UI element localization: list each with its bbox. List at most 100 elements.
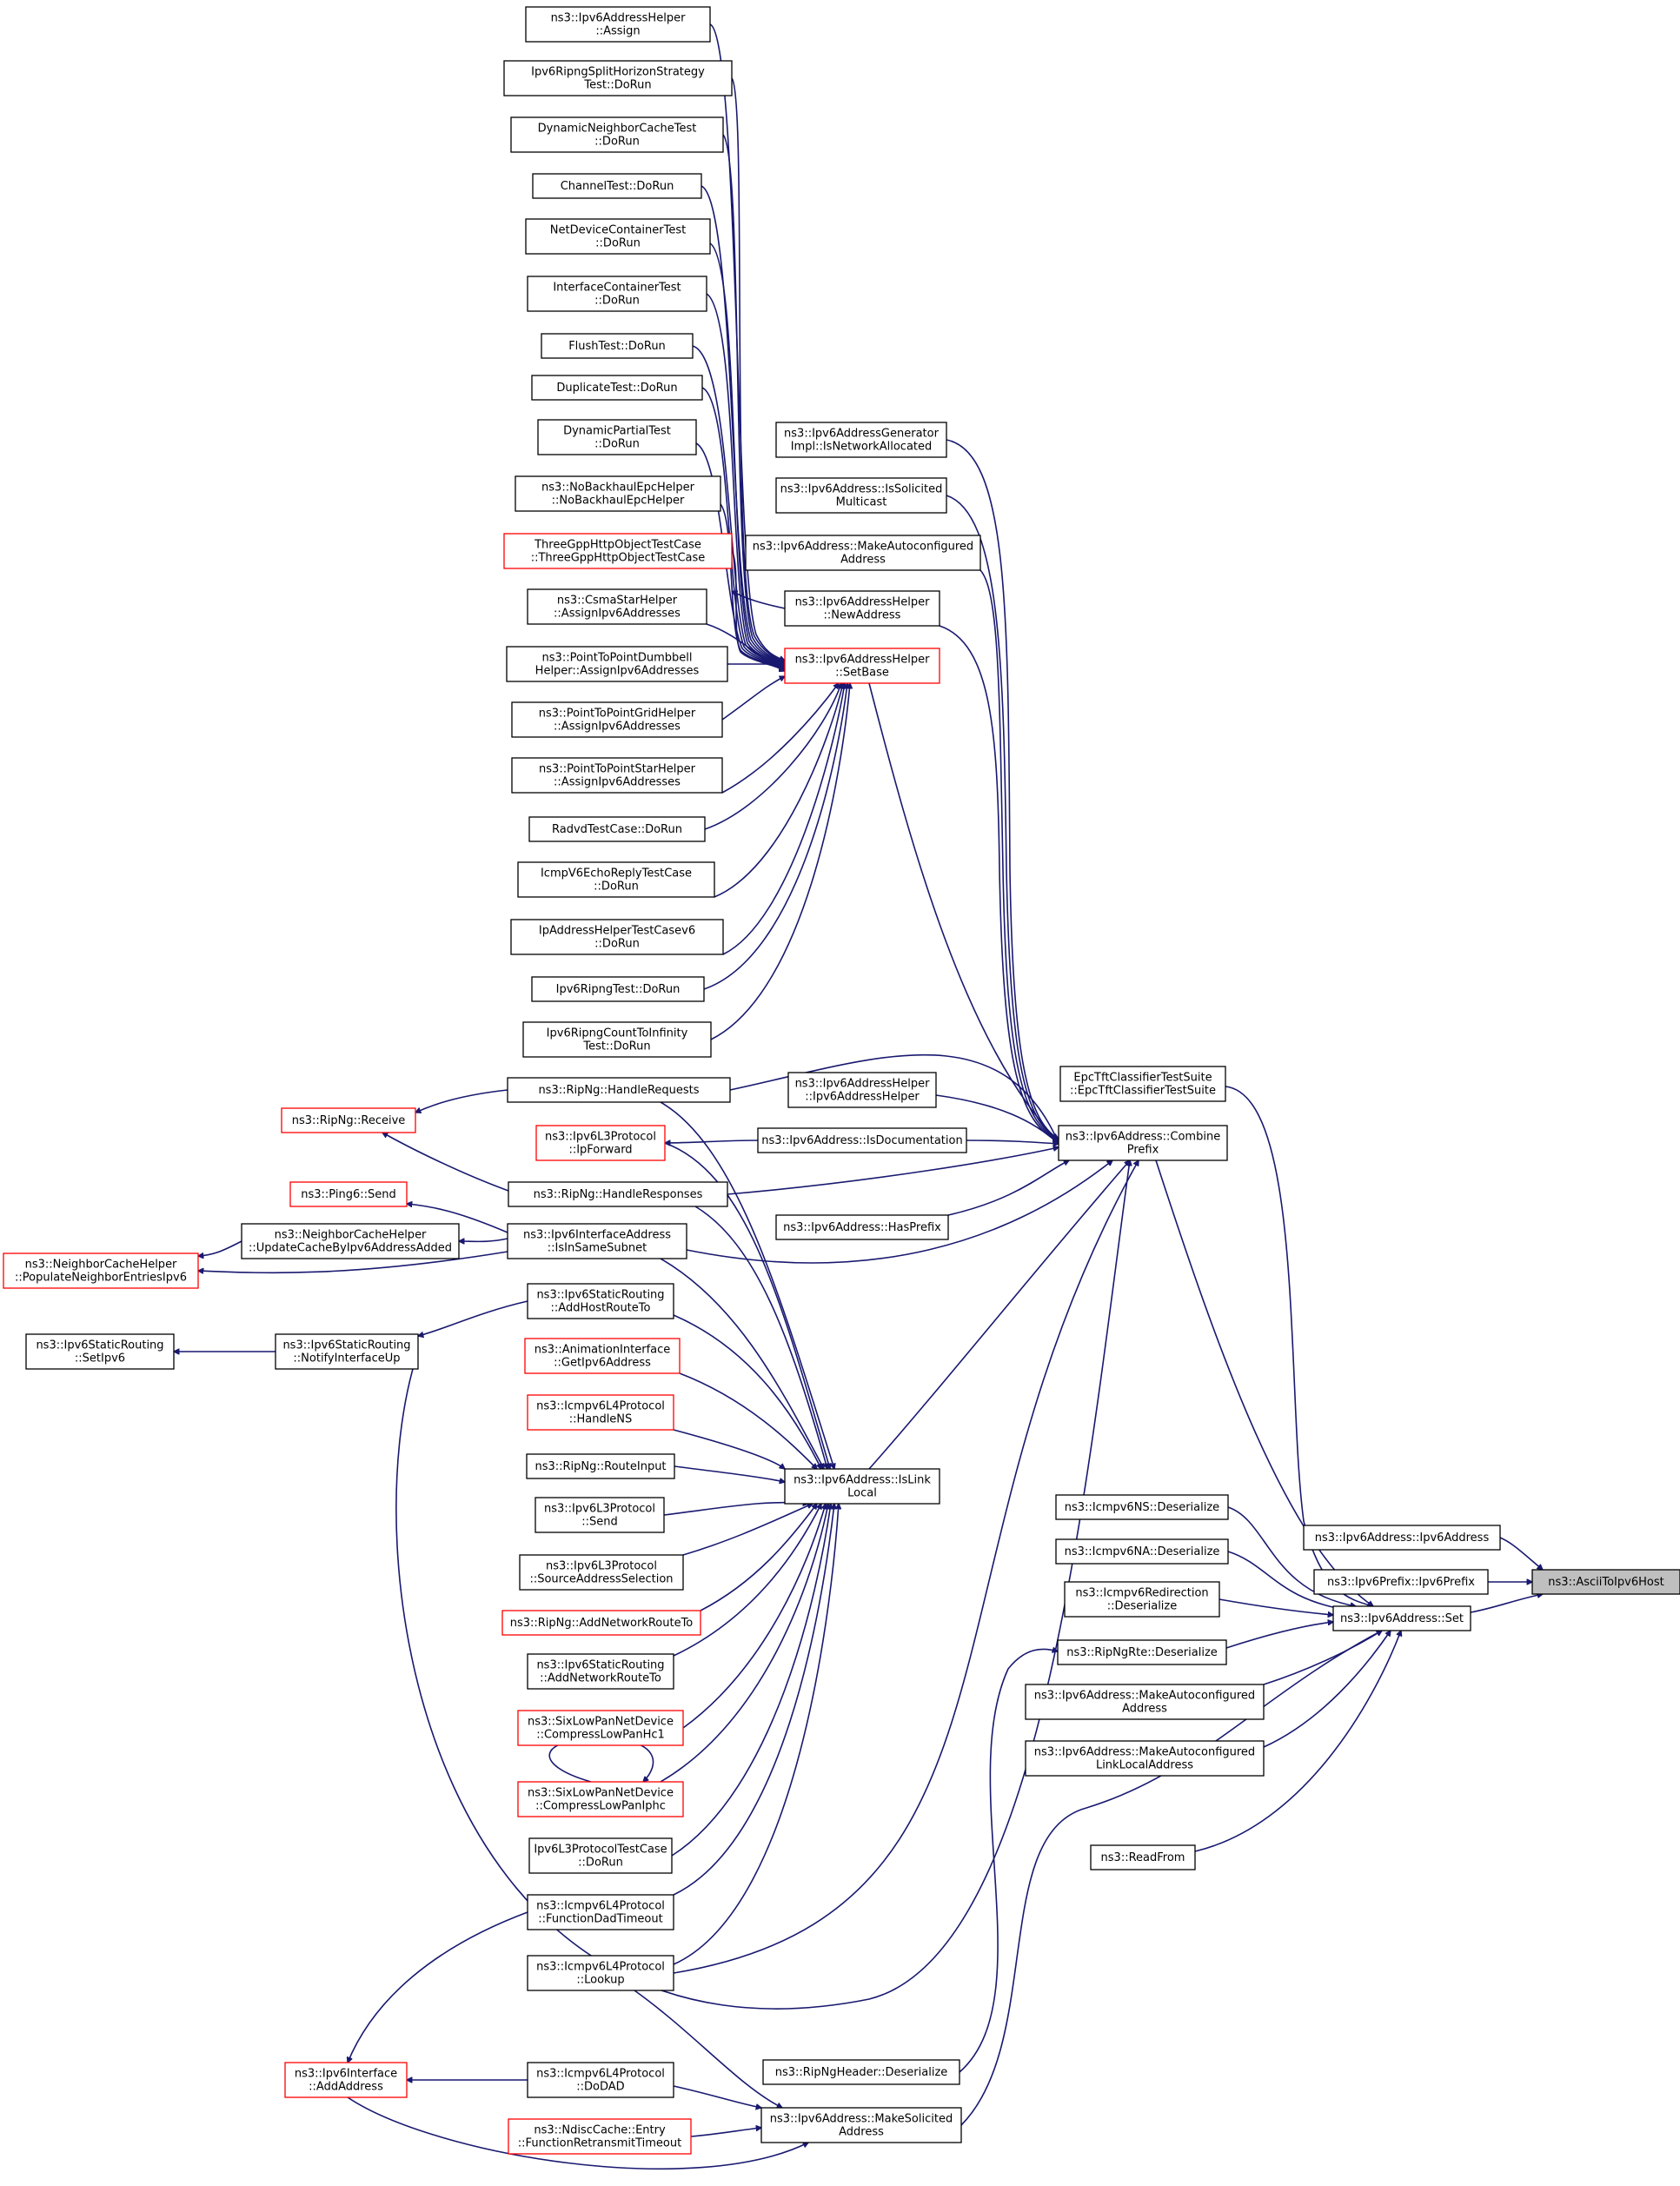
- function-node[interactable]: ns3::Ipv6L3Protocol::IpForward: [535, 1125, 666, 1161]
- node-box[interactable]: [527, 1894, 674, 1930]
- node-box[interactable]: [241, 1223, 460, 1259]
- function-node[interactable]: DynamicNeighborCacheTest::DoRun: [510, 116, 724, 153]
- function-node[interactable]: IpAddressHelperTestCasev6::DoRun: [510, 919, 724, 955]
- function-node[interactable]: ns3::NeighborCacheHelper::UpdateCacheByI…: [241, 1223, 460, 1259]
- node-box[interactable]: [517, 1781, 684, 1817]
- function-node[interactable]: ns3::RipNgRte::Deserialize: [1057, 1639, 1227, 1665]
- function-node[interactable]: ns3::CsmaStarHelper::AssignIpv6Addresses: [527, 588, 707, 625]
- node-box[interactable]: [1055, 1538, 1229, 1565]
- function-node[interactable]: ns3::Ipv6L3Protocol::SourceAddressSelect…: [519, 1554, 684, 1591]
- node-box[interactable]: [503, 60, 733, 96]
- node-box[interactable]: [760, 2107, 962, 2143]
- node-box[interactable]: [501, 1610, 701, 1636]
- function-node[interactable]: ChannelTest::DoRun: [532, 173, 702, 199]
- function-node[interactable]: DynamicPartialTest::DoRun: [537, 419, 697, 455]
- function-node[interactable]: FlushTest::DoRun: [541, 333, 694, 359]
- node-box[interactable]: [1057, 1639, 1227, 1665]
- function-node[interactable]: InterfaceContainerTest::DoRun: [527, 276, 707, 312]
- node-box[interactable]: [784, 1468, 940, 1505]
- node-box[interactable]: [517, 861, 715, 898]
- function-node[interactable]: ns3::Ipv6Prefix::Ipv6Prefix: [1313, 1569, 1489, 1595]
- function-node[interactable]: ns3::Ipv6AddressHelper::SetBase: [784, 648, 940, 684]
- node-box[interactable]: [541, 333, 694, 359]
- node-box[interactable]: [1055, 1494, 1229, 1520]
- function-node[interactable]: ns3::SixLowPanNetDevice::CompressLowPanI…: [517, 1781, 684, 1817]
- function-node[interactable]: ns3::Ipv6InterfaceAddress::IsInSameSubne…: [507, 1223, 687, 1259]
- node-box[interactable]: [525, 218, 711, 255]
- function-node[interactable]: ns3::Ipv6StaticRouting::AddNetworkRouteT…: [527, 1653, 674, 1690]
- node-box[interactable]: [508, 1181, 728, 1207]
- function-node[interactable]: ns3::AsciiToIpv6Host: [1531, 1569, 1680, 1595]
- node-box[interactable]: [784, 590, 940, 627]
- function-node[interactable]: ns3::Icmpv6L4Protocol::HandleNS: [527, 1394, 674, 1431]
- node-box[interactable]: [510, 919, 724, 955]
- function-node[interactable]: EpcTftClassifierTestSuite::EpcTftClassif…: [1059, 1066, 1226, 1102]
- node-box[interactable]: [784, 648, 940, 684]
- function-node[interactable]: ns3::Icmpv6L4Protocol::FunctionDadTimeou…: [527, 1894, 674, 1930]
- node-box[interactable]: [527, 1394, 674, 1431]
- node-box[interactable]: [527, 588, 707, 625]
- node-box[interactable]: [775, 1214, 949, 1240]
- function-node[interactable]: ns3::Ipv6Address::MakeAutoconfiguredLink…: [1025, 1740, 1265, 1777]
- node-box[interactable]: [519, 1554, 684, 1591]
- function-node[interactable]: ns3::RipNg::RouteInput: [526, 1453, 675, 1479]
- node-box[interactable]: [503, 533, 733, 569]
- node-box[interactable]: [511, 701, 723, 738]
- node-box[interactable]: [1303, 1525, 1501, 1551]
- function-node[interactable]: ns3::NoBackhaulEpcHelper::NoBackhaulEpcH…: [515, 475, 721, 512]
- function-node[interactable]: ns3::Ipv6Address::HasPrefix: [775, 1214, 949, 1240]
- function-node[interactable]: ns3::Ipv6L3Protocol::Send: [535, 1497, 665, 1533]
- function-node[interactable]: ns3::Ipv6StaticRouting::SetIpv6: [25, 1333, 175, 1370]
- node-box[interactable]: [527, 2062, 674, 2098]
- node-box[interactable]: [527, 1653, 674, 1690]
- node-box[interactable]: [1025, 1684, 1265, 1720]
- function-node[interactable]: ns3::Ipv6AddressGeneratorImpl::IsNetwork…: [775, 422, 947, 458]
- node-box[interactable]: [275, 1333, 419, 1370]
- function-node[interactable]: ThreeGppHttpObjectTestCase::ThreeGppHttp…: [503, 533, 733, 569]
- function-node[interactable]: ns3::Ipv6Address::Set: [1332, 1605, 1471, 1631]
- node-box[interactable]: [525, 6, 711, 43]
- function-node[interactable]: ns3::RipNgHeader::Deserialize: [762, 2059, 960, 2085]
- node-box[interactable]: [527, 276, 707, 312]
- node-box[interactable]: [1090, 1844, 1196, 1870]
- node-box[interactable]: [281, 1107, 416, 1133]
- function-node[interactable]: ns3::Ipv6Address::MakeAutoconfiguredAddr…: [745, 535, 981, 571]
- function-node[interactable]: ns3::Ipv6AddressHelper::Ipv6AddressHelpe…: [787, 1072, 937, 1108]
- node-box[interactable]: [527, 1283, 674, 1319]
- node-box[interactable]: [522, 1021, 712, 1058]
- function-node[interactable]: ns3::AnimationInterface::GetIpv6Address: [524, 1338, 681, 1374]
- function-node[interactable]: NetDeviceContainerTest::DoRun: [525, 218, 711, 255]
- node-box[interactable]: [526, 1453, 675, 1479]
- node-box[interactable]: [532, 173, 702, 199]
- function-node[interactable]: ns3::NdiscCache::Entry::FunctionRetransm…: [508, 2118, 692, 2155]
- function-node[interactable]: ns3::RipNg::Receive: [281, 1107, 416, 1133]
- node-box[interactable]: [1058, 1125, 1228, 1161]
- node-box[interactable]: [757, 1127, 967, 1153]
- node-box[interactable]: [1025, 1740, 1265, 1777]
- node-box[interactable]: [524, 1338, 681, 1374]
- function-node[interactable]: ns3::Icmpv6L4Protocol::Lookup: [527, 1955, 674, 1991]
- function-node[interactable]: ns3::Ipv6Address::IsDocumentation: [757, 1127, 967, 1153]
- node-box[interactable]: [775, 477, 947, 514]
- node-box[interactable]: [1059, 1066, 1226, 1102]
- function-node[interactable]: DuplicateTest::DoRun: [531, 375, 703, 401]
- node-box[interactable]: [510, 116, 724, 153]
- function-node[interactable]: ns3::PointToPointGridHelper::AssignIpv6A…: [511, 701, 723, 738]
- function-node[interactable]: ns3::PointToPointStarHelper::AssignIpv6A…: [511, 757, 723, 794]
- node-box[interactable]: [531, 375, 703, 401]
- node-box[interactable]: [511, 757, 723, 794]
- node-box[interactable]: [527, 1955, 674, 1991]
- node-box[interactable]: [508, 2118, 692, 2155]
- function-node[interactable]: ns3::PointToPointDumbbellHelper::AssignI…: [506, 646, 728, 682]
- node-box[interactable]: [25, 1333, 175, 1370]
- node-box[interactable]: [289, 1181, 408, 1207]
- function-node[interactable]: ns3::Icmpv6L4Protocol::DoDAD: [527, 2062, 674, 2098]
- function-node[interactable]: ns3::Ipv6AddressHelper::Assign: [525, 6, 711, 43]
- node-box[interactable]: [775, 422, 947, 458]
- node-box[interactable]: [1332, 1605, 1471, 1631]
- function-node[interactable]: ns3::Icmpv6Redirection::Deserialize: [1064, 1581, 1220, 1618]
- node-box[interactable]: [787, 1072, 937, 1108]
- function-node[interactable]: ns3::Ipv6StaticRouting::NotifyInterfaceU…: [275, 1333, 419, 1370]
